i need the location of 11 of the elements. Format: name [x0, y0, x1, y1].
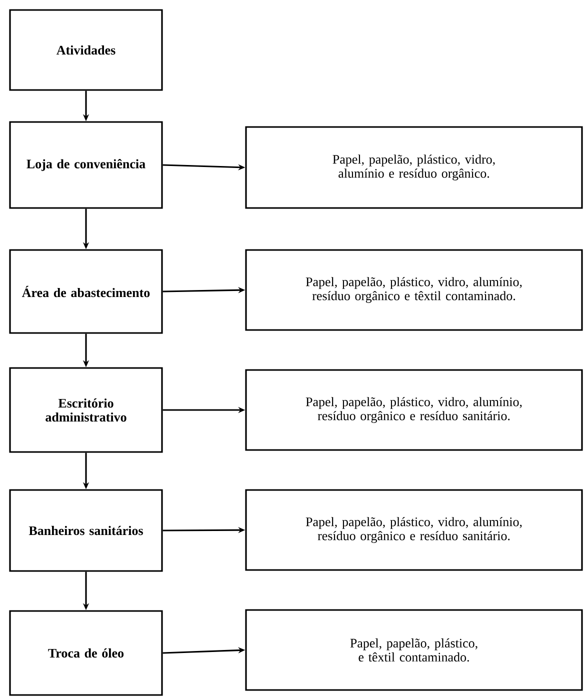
waste-box: Papel, papelão, plástico, vidro, alumínio, resíduo orgânico e resíduo sanitário.	[245, 489, 583, 571]
activity-box: Troca de óleo	[9, 610, 163, 696]
activity-box: Banheiros sanitários	[9, 489, 163, 572]
activity-box: Loja de conveniência	[9, 121, 163, 209]
waste-box: Papel, papelão, plástico, e têxtil contaminado.	[245, 609, 583, 691]
waste-box: Papel, papelão, plástico, vidro, alumínio, resíduo orgânico e têxtil contaminado.	[245, 249, 583, 331]
activity-box: Escritório administrativo	[9, 367, 163, 453]
activity-box: Área de abastecimento	[9, 249, 163, 334]
activity-box: Atividades	[9, 9, 163, 91]
waste-box: Papel, papelão, plástico, vidro, alumínio, resíduo orgânico e resíduo sanitário.	[245, 369, 583, 451]
waste-box: Papel, papelão, plástico, vidro, alumínio e resíduo orgânico.	[245, 126, 583, 209]
